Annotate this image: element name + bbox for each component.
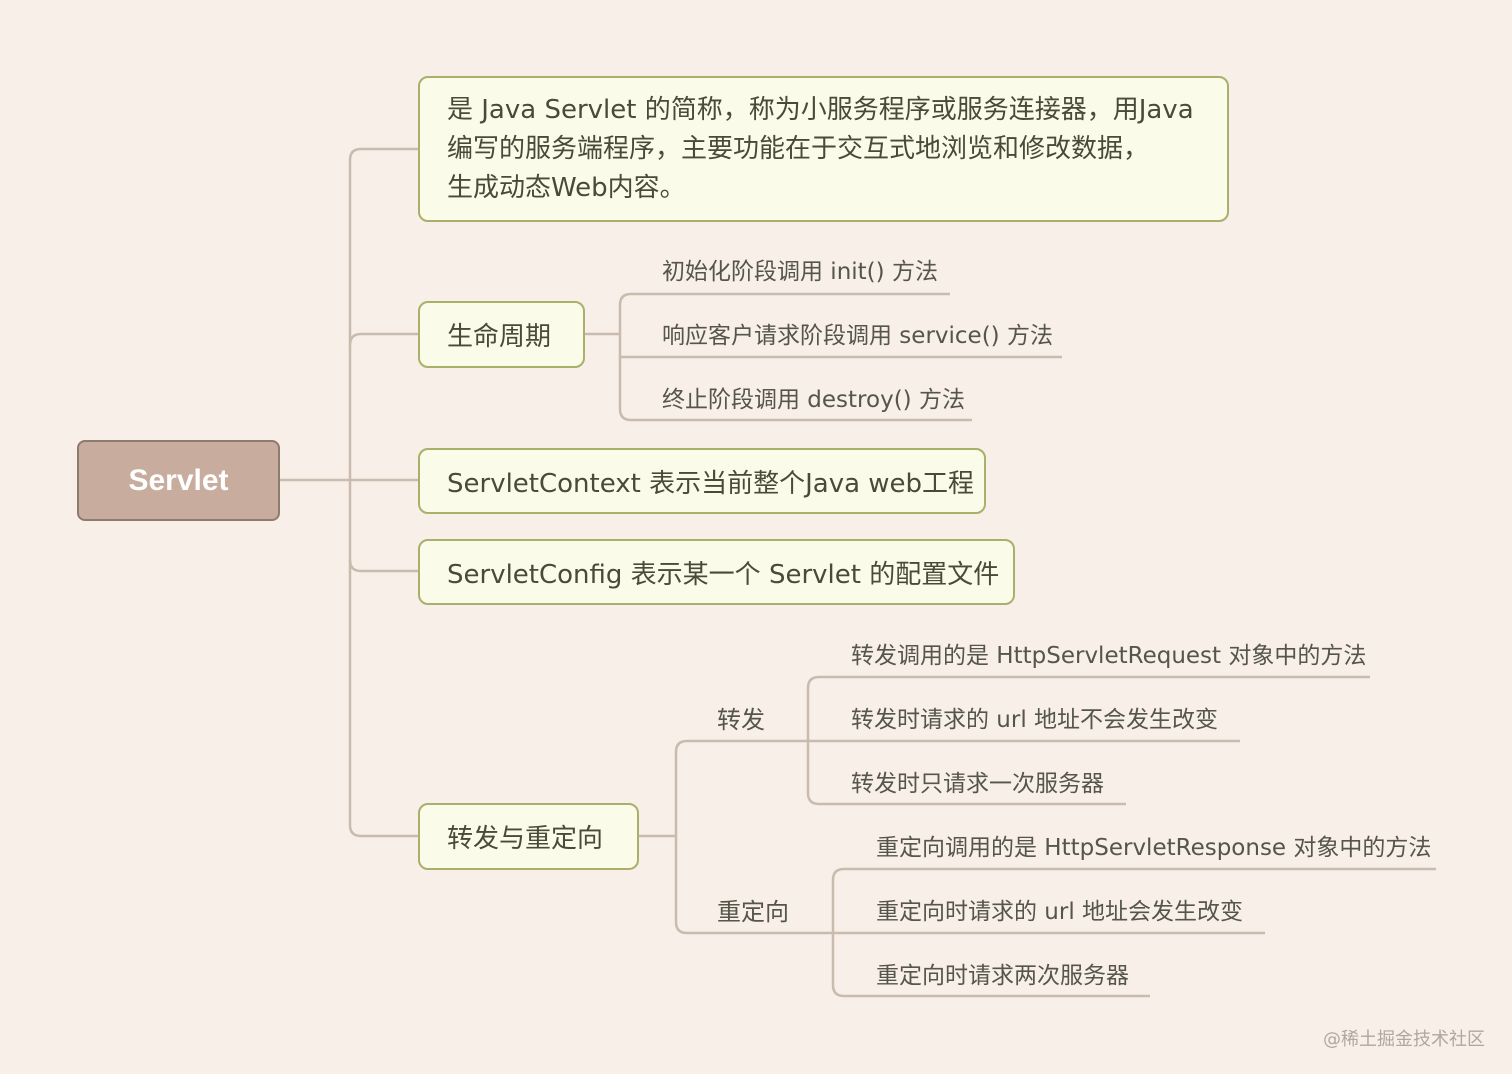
redirect-item-url: 重定向时请求的 url 地址会发生改变: [876, 899, 1244, 925]
forward-item-once: 转发时只请求一次服务器: [851, 771, 1104, 797]
forward-redirect-node[interactable]: 转发与重定向: [418, 803, 639, 870]
lifecycle-item-init: 初始化阶段调用 init() 方法: [662, 259, 938, 285]
redirect-leaf-1: [831, 867, 1436, 881]
forward-item-url: 转发时请求的 url 地址不会发生改变: [851, 707, 1219, 733]
root-node[interactable]: Servlet: [77, 440, 280, 521]
lifecycle-spine: [618, 305, 972, 422]
definition-node[interactable]: 是 Java Servlet 的简称，称为小服务程序或服务连接器，用Java 编…: [418, 76, 1229, 222]
lifecycle-node[interactable]: 生命周期: [418, 301, 585, 368]
definition-line-2: 编写的服务端程序，主要功能在于交互式地浏览和修改数据，: [447, 134, 1150, 164]
lifecycle-item-service: 响应客户请求阶段调用 service() 方法: [662, 323, 1053, 349]
forward-item-request: 转发调用的是 HttpServletRequest 对象中的方法: [851, 643, 1367, 669]
forward-spine: [806, 688, 1126, 806]
servlet-config-label: ServletConfig 表示某一个 Servlet 的配置文件: [447, 559, 1000, 590]
redirect-spine: [831, 880, 1150, 998]
watermark: @稀土掘金技术社区: [1323, 1029, 1485, 1050]
forward-label[interactable]: 转发: [717, 706, 765, 734]
lifecycle-label: 生命周期: [447, 322, 552, 352]
edge-definition: [348, 147, 418, 161]
servlet-context-node[interactable]: ServletContext 表示当前整个Java web工程: [418, 448, 986, 514]
fr-spine: [674, 752, 833, 935]
lifecycle-item-destroy: 终止阶段调用 destroy() 方法: [662, 387, 965, 413]
redirect-label[interactable]: 重定向: [717, 898, 789, 926]
root-label: Servlet: [128, 463, 229, 497]
forward-branch: [674, 739, 808, 753]
edge-servlet-config: [348, 559, 418, 573]
redirect-item-response: 重定向调用的是 HttpServletResponse 对象中的方法: [876, 835, 1432, 861]
servlet-config-node[interactable]: ServletConfig 表示某一个 Servlet 的配置文件: [418, 539, 1015, 605]
definition-line-3: 生成动态Web内容。: [447, 173, 686, 203]
servlet-context-label: ServletContext 表示当前整个Java web工程: [447, 468, 975, 499]
lifecycle-leaf-1: [618, 292, 950, 306]
redirect-item-twice: 重定向时请求两次服务器: [876, 963, 1129, 989]
edge-lifecycle: [348, 332, 418, 346]
forward-redirect-label: 转发与重定向: [447, 824, 604, 854]
forward-leaf-1: [806, 675, 1370, 689]
definition-line-1: 是 Java Servlet 的简称，称为小服务程序或服务连接器，用Java: [447, 95, 1194, 125]
edge-forward-redirect: [348, 824, 418, 838]
